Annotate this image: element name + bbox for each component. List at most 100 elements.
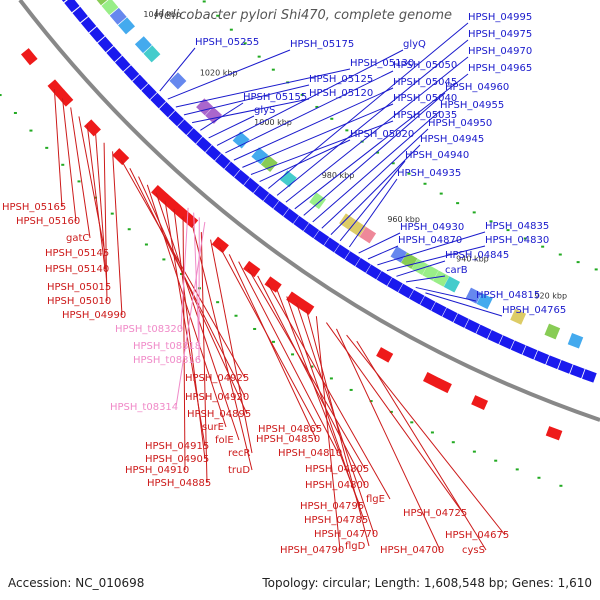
- forward-gene: [557, 360, 573, 374]
- reverse-leader-line: [276, 289, 361, 507]
- forward-leader-line: [321, 128, 429, 229]
- forward-gene-label: HPSH_05050: [393, 60, 457, 71]
- forward-gene-label: HPSH_05155: [243, 92, 307, 103]
- forward-gene: [141, 83, 157, 100]
- reverse-leader-line: [305, 309, 370, 547]
- reverse-gene-label: HPSH_04915: [145, 441, 209, 452]
- forward-gene: [420, 295, 436, 311]
- feature-block: [411, 258, 428, 275]
- feature-block: [109, 7, 127, 25]
- forward-gene: [453, 313, 469, 328]
- forward-gene-label: HPSH_04965: [468, 63, 532, 74]
- forward-gene-label: HPSH_04975: [468, 29, 532, 40]
- reverse-gene: [170, 202, 189, 220]
- feature-block: [251, 147, 269, 165]
- trna-leader-line: [180, 207, 189, 330]
- gc-tick: [494, 459, 498, 462]
- reverse-gene-label: HPSH_04850: [256, 434, 320, 445]
- reverse-leader-line: [53, 89, 63, 208]
- reverse-leader-line: [238, 261, 339, 454]
- gc-tick: [271, 340, 275, 343]
- forward-gene: [114, 55, 131, 72]
- gc-tick: [61, 163, 65, 166]
- forward-gene-label: HPSH_04815: [476, 290, 540, 301]
- reverse-gene-label: flgE: [366, 494, 385, 505]
- forward-gene-label: HPSH_05120: [309, 88, 373, 99]
- gc-tick: [451, 441, 455, 444]
- feature-block: [510, 308, 527, 325]
- forward-leader-line: [386, 245, 486, 272]
- feature-block: [232, 131, 250, 149]
- forward-gene-label: HPSH_04960: [445, 82, 509, 93]
- forward-gene: [476, 324, 492, 339]
- feature-block: [93, 0, 111, 6]
- forward-gene: [123, 65, 140, 81]
- reverse-gene: [471, 395, 489, 410]
- forward-gene: [89, 26, 105, 43]
- reverse-leader-line: [325, 322, 464, 514]
- forward-leader-line: [415, 286, 477, 302]
- accession-text: Accession: NC_010698: [8, 576, 145, 590]
- forward-leader-line: [377, 231, 486, 266]
- forward-gene: [263, 193, 280, 209]
- genome-backbone: [18, 0, 600, 422]
- reverse-gene-label: HPSH_05160: [16, 216, 80, 227]
- reverse-gene: [56, 89, 74, 107]
- feature-block: [390, 246, 407, 263]
- reverse-gene: [84, 119, 101, 137]
- reverse-leader-line: [210, 239, 253, 454]
- forward-gene: [442, 307, 458, 323]
- forward-gene-label: HPSH_04930: [400, 222, 464, 233]
- forward-gene: [324, 237, 340, 253]
- forward-gene: [168, 110, 184, 127]
- forward-gene: [387, 277, 403, 293]
- reverse-gene-label: HPSH_05145: [45, 248, 109, 259]
- forward-gene: [569, 364, 585, 379]
- feature-block: [476, 293, 493, 310]
- reverse-gene-label: folE: [215, 435, 234, 446]
- forward-leader-line: [192, 98, 310, 124]
- forward-gene: [283, 208, 299, 224]
- reverse-gene-label: HPSH_04785: [304, 515, 368, 526]
- trna-gene-label: HPSH_t08318: [133, 341, 201, 352]
- forward-gene: [205, 145, 222, 161]
- gc-tick: [234, 314, 238, 317]
- gc-tick: [45, 146, 49, 149]
- forward-gene: [303, 223, 320, 239]
- figure-title: Helicobacter pylori Shi470, complete gen…: [154, 8, 452, 23]
- reverse-leader-line: [336, 328, 441, 551]
- gc-tick: [271, 68, 275, 71]
- reverse-gene-label: HPSH_04865: [258, 424, 322, 435]
- forward-leader-line: [167, 49, 291, 100]
- forward-gene: [186, 128, 203, 144]
- forward-gene-label: HPSH_04940: [405, 150, 469, 161]
- gc-tick: [489, 220, 493, 223]
- reverse-leader-line: [103, 142, 108, 302]
- gc-tick: [389, 410, 393, 413]
- forward-gene: [293, 215, 309, 231]
- forward-leader-line: [348, 178, 398, 248]
- gc-tick: [310, 365, 314, 368]
- forward-leader-line: [159, 47, 196, 92]
- forward-gene-label: HPSH_05020: [350, 129, 414, 140]
- forward-gene: [398, 283, 414, 299]
- forward-gene: [355, 257, 371, 273]
- forward-gene: [106, 46, 122, 62]
- reverse-gene-label: surE: [202, 422, 224, 433]
- forward-gene-label: HPSH_05045: [393, 77, 457, 88]
- forward-leader-line: [259, 139, 351, 182]
- forward-gene-label: HPSH_04830: [485, 235, 549, 246]
- forward-leader-line: [285, 56, 469, 203]
- forward-gene: [534, 350, 550, 365]
- reverse-leader-line: [315, 316, 341, 551]
- forward-gene: [64, 0, 80, 13]
- reverse-gene-label: HPSH_05015: [47, 282, 111, 293]
- reverse-leader-line: [346, 334, 506, 536]
- forward-leader-line: [216, 49, 404, 146]
- trna-gene-label: HPSH_t08320: [115, 324, 183, 335]
- reverse-gene-label: HPSH_04795: [300, 501, 364, 512]
- gc-tick: [423, 182, 427, 185]
- reverse-gene-label: HPSH_04805: [305, 464, 369, 475]
- reverse-gene: [376, 347, 394, 363]
